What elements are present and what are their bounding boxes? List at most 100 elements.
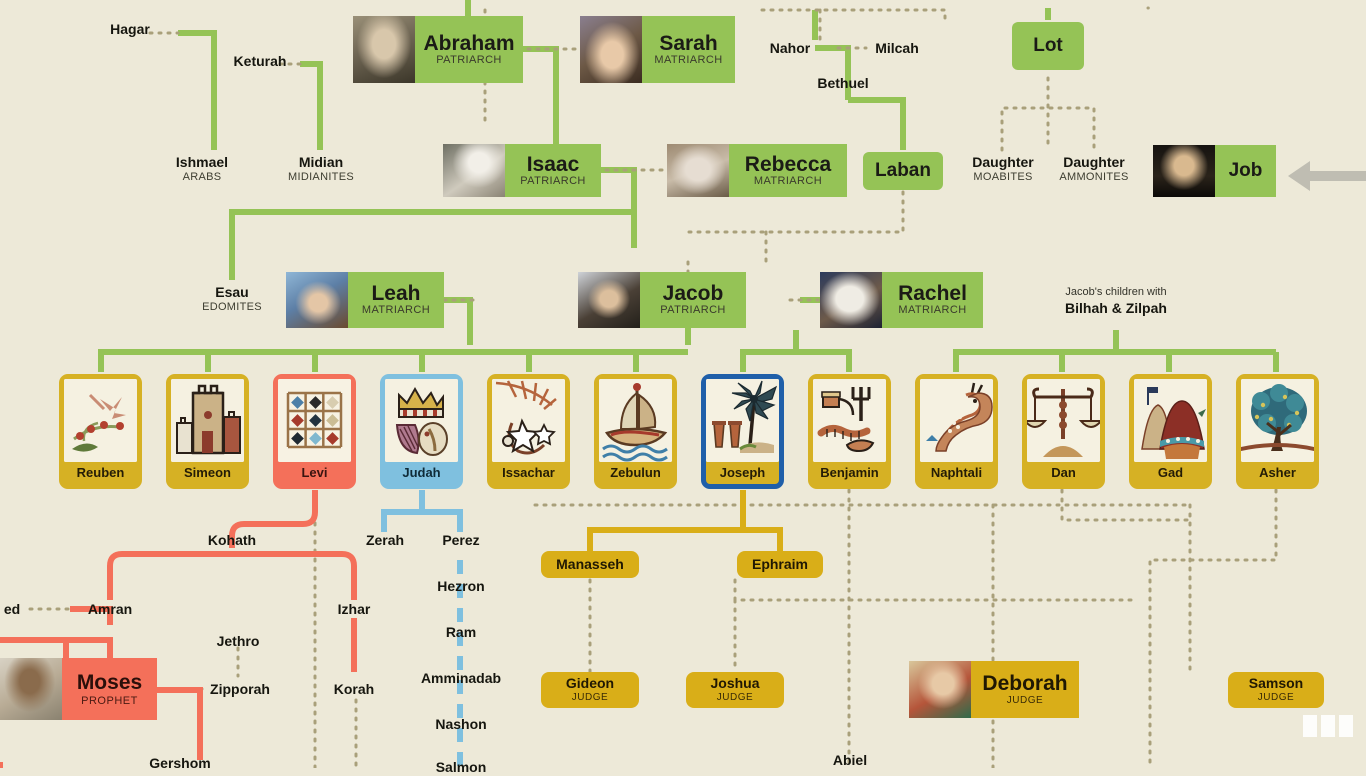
node-people: ARABS — [182, 170, 222, 183]
node-jacob[interactable]: Jacob PATRIARCH — [578, 272, 746, 328]
node-gershom[interactable]: Gershom — [140, 755, 220, 772]
node-moses[interactable]: Moses PROPHET — [0, 658, 157, 720]
node-label: Nahor — [769, 40, 811, 56]
deborah-portrait — [909, 661, 971, 718]
node-label: Esau — [215, 284, 249, 300]
tribe-card-joseph[interactable]: Joseph — [701, 374, 784, 489]
node-isaac[interactable]: Isaac PATRIARCH — [443, 144, 601, 197]
node-rebecca[interactable]: Rebecca MATRIARCH — [667, 144, 847, 197]
node-ishmael[interactable]: Ishmael ARABS — [164, 154, 240, 183]
node-label: Ishmael — [175, 154, 229, 170]
node-abraham[interactable]: Abraham PATRIARCH — [353, 16, 523, 83]
tribe-card-asher[interactable]: Asher — [1236, 374, 1319, 489]
tribe-card-simeon[interactable]: Simeon — [166, 374, 249, 489]
node-role: MATRIARCH — [753, 174, 823, 187]
node-ephraim[interactable]: Ephraim — [737, 551, 823, 578]
tribe-card-gad[interactable]: Gad — [1129, 374, 1212, 489]
node-label: Sarah — [659, 31, 718, 55]
node-ram[interactable]: Ram — [436, 624, 486, 641]
breastplate-icon — [278, 379, 351, 462]
node-role: MATRIARCH — [654, 53, 723, 66]
job-pointer-arrow — [1288, 161, 1366, 191]
tribe-card-levi[interactable]: Levi — [273, 374, 356, 489]
node-role: PROPHET — [81, 695, 138, 707]
node-lot[interactable]: Lot — [1012, 22, 1084, 70]
node-judge-deborah[interactable]: Deborah JUDGE — [909, 661, 1079, 718]
palm-tree-icon — [706, 379, 779, 462]
tribe-label: Gad — [1157, 465, 1184, 480]
node-judge-gideon[interactable]: Gideon JUDGE — [541, 672, 639, 708]
wolf-tools-icon — [813, 379, 886, 462]
node-label: Isaac — [526, 152, 580, 176]
node-judge-joshua[interactable]: Joshua JUDGE — [686, 672, 784, 708]
node-rachel[interactable]: Rachel MATRIARCH — [820, 272, 983, 328]
tribe-label: Dan — [1051, 465, 1076, 480]
node-label: Korah — [333, 681, 375, 697]
tribe-card-zebulun[interactable]: Zebulun — [594, 374, 677, 489]
node-kohath[interactable]: Kohath — [200, 532, 264, 549]
node-label: Moses — [76, 671, 143, 694]
node-nahor[interactable]: Nahor — [760, 40, 820, 57]
jacob-portrait — [578, 272, 640, 328]
node-job[interactable]: Job — [1153, 145, 1276, 197]
node-keturah[interactable]: Keturah — [218, 53, 302, 70]
mandrakes-icon — [64, 379, 137, 462]
node-label: Jethro — [216, 633, 260, 649]
progress-mark — [1321, 715, 1335, 737]
tribe-card-reuben[interactable]: Reuben — [59, 374, 142, 489]
node-label: Zerah — [365, 532, 405, 548]
node-role: JUDGE — [571, 691, 609, 703]
node-role: JUDGE — [1006, 695, 1044, 707]
node-amminadab[interactable]: Amminadab — [410, 670, 512, 687]
node-label: Izhar — [337, 601, 371, 617]
node-judge-samson[interactable]: Samson JUDGE — [1228, 672, 1324, 708]
node-amran[interactable]: Amran — [78, 601, 142, 618]
isaac-portrait — [443, 144, 505, 197]
node-jochebed-partial[interactable]: ed — [0, 601, 30, 618]
node-role: JUDGE — [1257, 691, 1295, 703]
node-hagar[interactable]: Hagar — [95, 21, 165, 38]
node-people: EDOMITES — [202, 300, 262, 313]
node-sarah[interactable]: Sarah MATRIARCH — [580, 16, 735, 83]
tribe-label: Judah — [402, 465, 441, 480]
progress-marks — [1303, 715, 1353, 737]
node-daughter-moabites[interactable]: Daughter MOABITES — [958, 154, 1048, 183]
node-izhar[interactable]: Izhar — [324, 601, 384, 618]
node-korah[interactable]: Korah — [325, 681, 383, 698]
node-laban[interactable]: Laban — [863, 152, 943, 190]
tribe-card-naphtali[interactable]: Naphtali — [915, 374, 998, 489]
node-manasseh[interactable]: Manasseh — [541, 551, 639, 578]
node-daughter-ammonites[interactable]: Daughter AMMONITES — [1044, 154, 1144, 183]
node-label: Manasseh — [556, 555, 624, 572]
node-abiel[interactable]: Abiel — [822, 752, 878, 769]
node-nashon[interactable]: Nashon — [427, 716, 495, 733]
node-milcah[interactable]: Milcah — [866, 40, 928, 57]
node-people: AMMONITES — [1059, 170, 1129, 183]
tribe-card-judah[interactable]: Judah — [380, 374, 463, 489]
node-zerah[interactable]: Zerah — [356, 532, 414, 549]
job-portrait — [1153, 145, 1215, 197]
node-jethro[interactable]: Jethro — [208, 633, 268, 650]
tribe-label: Zebulun — [610, 465, 661, 480]
tribe-card-dan[interactable]: Dan — [1022, 374, 1105, 489]
node-role: PATRIARCH — [520, 174, 586, 187]
node-midian[interactable]: Midian MIDIANITES — [276, 154, 366, 183]
tribe-card-issachar[interactable]: Issachar — [487, 374, 570, 489]
node-label: Job — [1228, 160, 1263, 182]
node-label: Jacob — [662, 282, 724, 306]
node-label: Abiel — [832, 752, 868, 768]
tribe-card-benjamin[interactable]: Benjamin — [808, 374, 891, 489]
node-leah[interactable]: Leah MATRIARCH — [286, 272, 444, 328]
node-label: Samson — [1248, 675, 1304, 692]
node-perez[interactable]: Perez — [432, 532, 490, 549]
node-bethuel[interactable]: Bethuel — [810, 75, 876, 92]
node-hezron[interactable]: Hezron — [428, 578, 494, 595]
sun-stars-icon — [492, 379, 565, 462]
leah-portrait — [286, 272, 348, 328]
node-esau[interactable]: Esau EDOMITES — [194, 284, 270, 313]
node-people: MOABITES — [973, 170, 1033, 183]
node-zipporah[interactable]: Zipporah — [203, 681, 277, 698]
node-label: Amminadab — [420, 670, 502, 686]
node-label: Joshua — [710, 675, 760, 692]
note-line-2: Bilhah & Zilpah — [1065, 299, 1167, 316]
